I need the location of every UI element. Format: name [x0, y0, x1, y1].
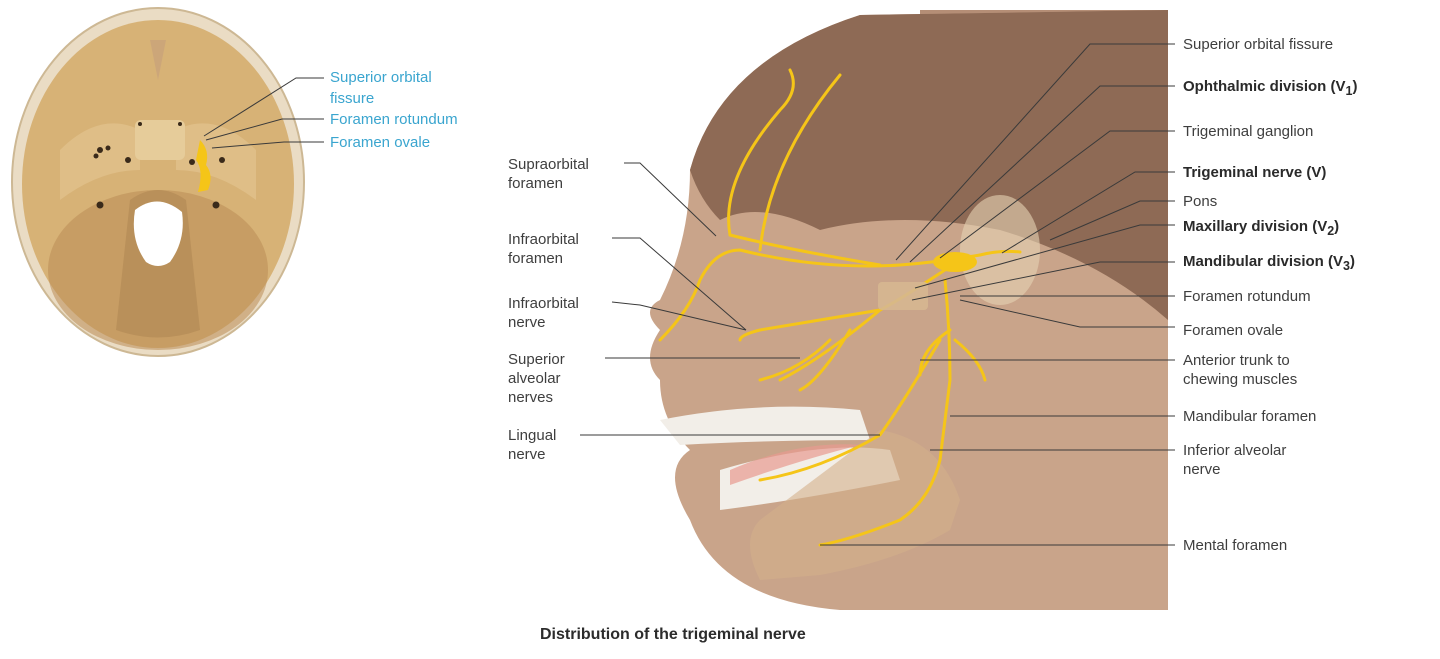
label-subscript: 3 — [1343, 259, 1350, 273]
label-mandibular-foramen: Mandibular foramen — [1183, 408, 1317, 425]
label-text: Mandibular division (V — [1183, 253, 1344, 270]
label-trigeminal-nerve: Trigeminal nerve (V) — [1183, 164, 1327, 181]
label-text: nerve — [508, 446, 546, 463]
label-supraorbital-foramen: Supraorbital foramen — [508, 155, 589, 193]
label-text: Maxillary division (V — [1183, 218, 1328, 235]
label-text: ) — [1349, 253, 1355, 270]
label-text: Anterior trunk to — [1183, 352, 1290, 369]
label-text: Infraorbital — [508, 231, 579, 248]
label-subscript: 2 — [1327, 224, 1335, 238]
label-text: Ophthalmic division (V — [1183, 78, 1346, 95]
label-ophthalmic-division: Ophthalmic division (V1) — [1183, 77, 1357, 101]
label-text: alveolar — [508, 370, 561, 387]
label-foramen-ovale: Foramen ovale — [1183, 322, 1284, 339]
label-mandibular-division: Mandibular division (V3) — [1183, 252, 1355, 276]
label-infraorbital-foramen: Infraorbital foramen — [508, 230, 579, 268]
label-pons: Pons — [1183, 193, 1218, 210]
label-text: chewing muscles — [1183, 371, 1298, 388]
label-text: Inferior alveolar — [1183, 442, 1287, 459]
label-text: ) — [1334, 218, 1340, 235]
label-text: Infraorbital — [508, 295, 579, 312]
label-foramen-rotundum-inset: Foramen rotundum — [330, 111, 458, 128]
label-text: foramen — [508, 250, 564, 267]
label-superior-alveolar-nerves: Superior alveolar nerves — [508, 350, 565, 407]
label-anterior-trunk: Anterior trunk to chewing muscles — [1183, 351, 1297, 389]
head-illustration — [650, 10, 1168, 610]
left-leader-lines — [580, 162, 880, 436]
label-foramen-rotundum: Foramen rotundum — [1183, 288, 1311, 305]
label-mental-foramen: Mental foramen — [1183, 537, 1288, 554]
label-text: nerve — [508, 314, 546, 331]
label-text: Superior — [508, 351, 565, 368]
label-subscript: 1 — [1345, 84, 1353, 98]
label-superior-orbital-fissure-inset: Superior orbital fissure — [330, 67, 432, 109]
figure-caption: Distribution of the trigeminal nerve — [540, 626, 806, 643]
label-text: Superior orbital — [330, 69, 432, 86]
label-text: Lingual — [508, 427, 557, 444]
label-inferior-alveolar-nerve: Inferior alveolar nerve — [1183, 441, 1286, 479]
label-text: ) — [1352, 78, 1358, 95]
label-text: nerves — [508, 389, 554, 406]
label-text: nerve — [1183, 461, 1221, 478]
label-text: foramen — [508, 175, 564, 192]
label-text: fissure — [330, 90, 375, 107]
label-infraorbital-nerve: Infraorbital nerve — [508, 294, 579, 332]
right-leader-lines — [820, 43, 1175, 546]
label-superior-orbital-fissure: Superior orbital fissure — [1183, 36, 1334, 53]
label-text: Supraorbital — [508, 156, 589, 173]
label-foramen-ovale-inset: Foramen ovale — [330, 134, 431, 151]
label-maxillary-division: Maxillary division (V2) — [1183, 217, 1339, 241]
skull-base-illustration — [11, 7, 324, 357]
label-trigeminal-ganglion: Trigeminal ganglion — [1183, 123, 1314, 140]
label-lingual-nerve: Lingual nerve — [508, 426, 556, 464]
